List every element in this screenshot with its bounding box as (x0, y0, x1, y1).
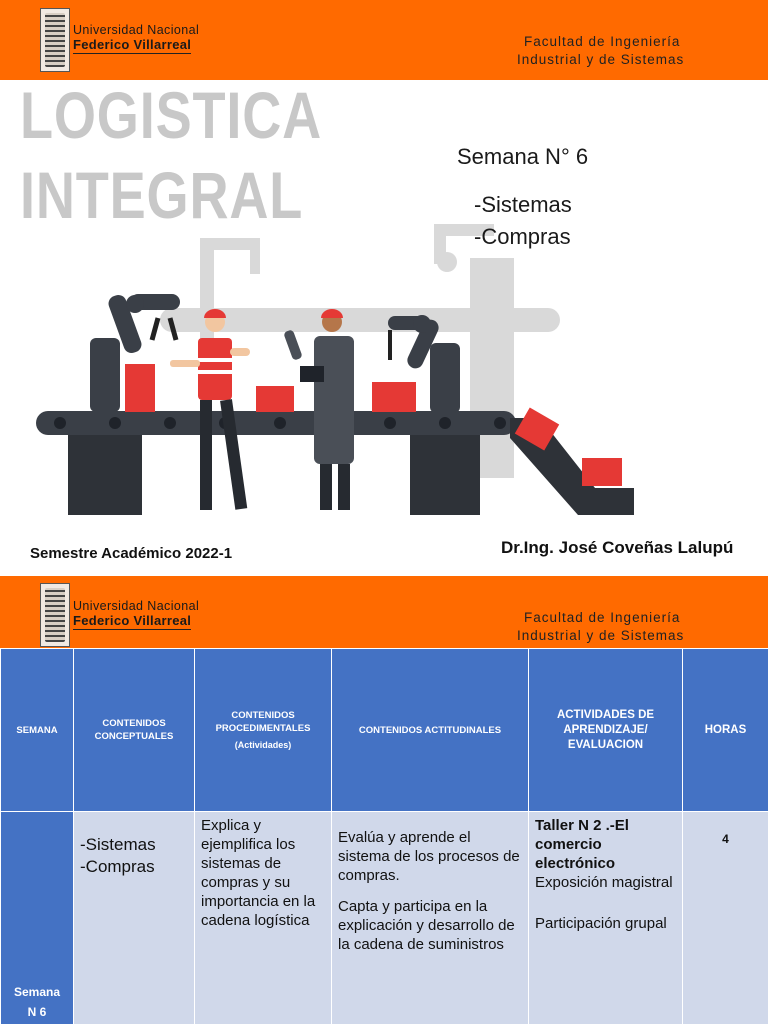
course-title-line2: INTEGRAL (20, 158, 304, 232)
header-semana: SEMANA (0, 648, 74, 812)
faculty-line1: Facultad de Ingeniería (524, 610, 681, 625)
cover-slide: Universidad Nacional Federico Villarreal… (0, 0, 768, 562)
header-horas: HORAS (682, 648, 768, 812)
concept-1: -Sistemas (80, 835, 156, 854)
header-actitudinales: CONTENIDOS ACTITUDINALES (331, 648, 529, 812)
university-name-line1: Universidad Nacional (73, 23, 200, 37)
actitudinales-text-2: Capta y participa en la explicación y de… (338, 898, 515, 953)
cell-semana: Semana N 6 (0, 811, 74, 1024)
factory-illustration (36, 224, 634, 515)
actividades-taller: Taller N 2 .-El comercio electrónico (535, 817, 629, 872)
topic-2: -Compras (474, 224, 571, 249)
actividades-participacion: Participación grupal (535, 915, 667, 932)
actitudinales-text-1: Evalúa y aprende el sistema de los proce… (338, 829, 520, 884)
header-conceptuales: CONTENIDOS CONCEPTUALES (73, 648, 195, 812)
cell-horas: 4 (682, 811, 768, 1024)
week-label: Semana N° 6 (457, 144, 589, 169)
header-actividades: ACTIVIDADES DE APRENDIZAJE/ EVALUACION (528, 648, 683, 812)
header-band (0, 0, 768, 80)
cell-conceptuales: -Sistemas -Compras (73, 811, 195, 1024)
cell-actividades: Taller N 2 .-El comercio electrónico Exp… (528, 811, 683, 1024)
actividades-exposicion: Exposición magistral (535, 874, 673, 891)
faculty-line2: Industrial y de Sistemas (517, 628, 685, 643)
course-title-line1: LOGISTICA (20, 78, 323, 152)
horas-value: 4 (722, 832, 729, 846)
topic-1: -Sistemas (474, 192, 572, 217)
header-procedimentales: CONTENIDOS PROCEDIMENTALES (Actividades) (194, 648, 332, 812)
table-header-row: SEMANA CONTENIDOS CONCEPTUALES CONTENIDO… (0, 648, 768, 812)
course-plan-table: SEMANA CONTENIDOS CONCEPTUALES CONTENIDO… (0, 648, 768, 1024)
concept-2: -Compras (80, 857, 155, 876)
author-name: Dr.Ing. José Coveñas Lalupú (501, 538, 734, 557)
university-logo (40, 583, 70, 647)
university-name-line1: Universidad Nacional (73, 599, 200, 613)
university-name-line2: Federico Villarreal (73, 613, 192, 630)
faculty-line2: Industrial y de Sistemas (517, 52, 685, 67)
table-row: Semana N 6 -Sistemas -Compras Explica y … (0, 811, 768, 1024)
cell-procedimentales: Explica y ejemplifica los sistemas de co… (194, 811, 332, 1024)
plan-slide: Universidad Nacional Federico Villarreal… (0, 574, 768, 1024)
semana-line2: N 6 (27, 1005, 47, 1019)
semester-label: Semestre Académico 2022-1 (30, 545, 233, 562)
header-procedimentales-sub: (Actividades) (234, 739, 292, 750)
header-procedimentales-label: CONTENIDOS PROCEDIMENTALES (215, 709, 311, 734)
cell-actitudinales: Evalúa y aprende el sistema de los proce… (331, 811, 529, 1024)
procedimentales-text: Explica y ejemplifica los sistemas de co… (201, 817, 316, 929)
semana-line1: Semana (13, 985, 61, 999)
header-band-2 (0, 576, 768, 648)
university-name-line2: Federico Villarreal (73, 37, 192, 54)
university-logo (40, 8, 70, 72)
faculty-line1: Facultad de Ingeniería (524, 34, 681, 49)
